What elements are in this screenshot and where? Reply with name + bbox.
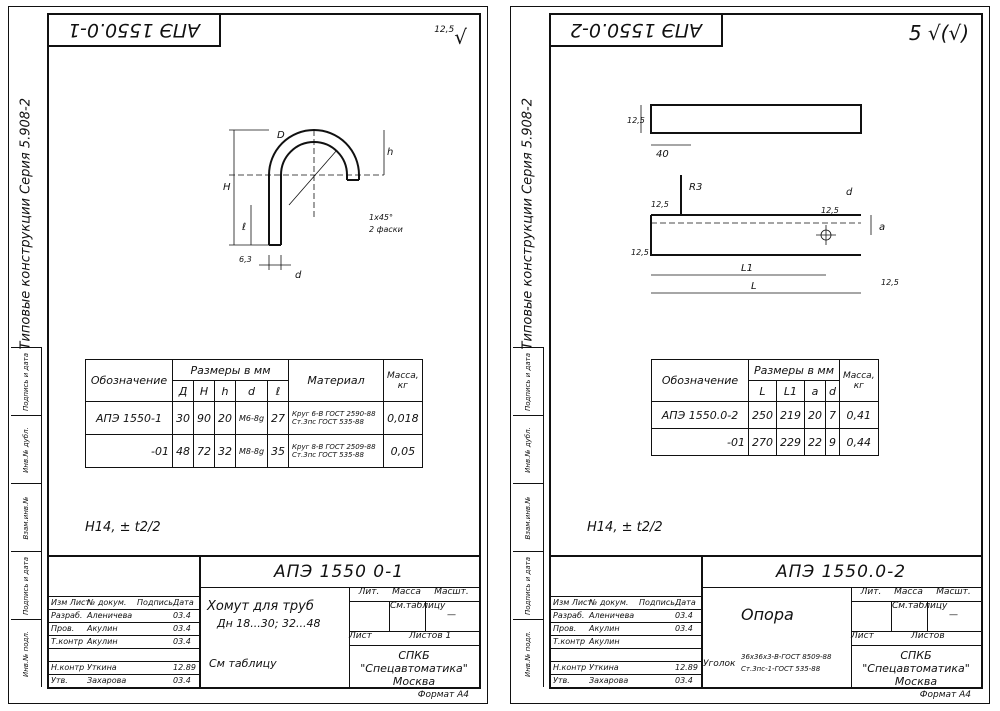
hdr-dims: Размеры в мм	[171, 359, 290, 381]
support-drawing: R3 d a L1 L 40 12,5 12,5 12,5 12,5 12,5	[627, 104, 899, 294]
clamp-drawing: H ℓ h D d 6,3 1x45° 2 фаски	[223, 129, 403, 281]
title-right: Лит. Масса Масшт. См.таблицу — Лист Лист…	[851, 587, 981, 688]
tolerance-note: Н14, ± t2/2	[587, 520, 663, 535]
rough-3: 12,5	[631, 248, 649, 257]
code-stamp: АПЭ 1550.0-2	[551, 15, 723, 47]
drawing-frame: АПЭ 1550.0-1 12,5√	[47, 13, 481, 700]
part-name-cell: Опора Уголок 36х36х3-В-ГОСТ 8509-88 Ст.3…	[701, 587, 852, 687]
org-name: СПКБ "Спецавтоматика" Москва	[360, 649, 468, 688]
rough-5: 12,5	[881, 278, 899, 287]
material-line: См таблицу	[209, 657, 277, 670]
series-label: Типовые конструкции Серия 5.908-2	[520, 97, 536, 350]
org-name: СПКБ "Спецавтоматика" Москва	[862, 649, 970, 688]
dim-h: h	[387, 147, 393, 158]
table-row: -01 270 229 22 9 0,44	[651, 428, 879, 456]
part-name: Опора	[741, 605, 794, 624]
material-type: Уголок	[703, 659, 736, 669]
dim-L: L	[751, 281, 757, 292]
rough-4: 12,5	[821, 206, 839, 215]
col-l: ℓ	[267, 380, 290, 402]
roughness-mark: 5 √(√)	[908, 21, 969, 45]
dim-R3: R3	[689, 182, 702, 193]
col-a: a	[804, 380, 826, 402]
roughness-mark: 12,5√	[434, 25, 467, 49]
material-grade: Ст.3пс-1-ГОСТ 535-88	[741, 665, 821, 673]
sheet-right: Типовые конструкции Серия 5.908-2 Подпис…	[510, 6, 990, 704]
chamfer-note: 1x45°	[369, 213, 393, 222]
hdr-dims: Размеры в мм	[748, 359, 840, 381]
col-H: H	[193, 380, 215, 402]
col-L1: L1	[776, 380, 805, 402]
hdr-designation: Обозначение	[85, 359, 173, 402]
sidebar-stamp: Подпись и дата Инв.№ дубл. Взам.инв.№ По…	[11, 347, 42, 687]
dim-l: ℓ	[242, 222, 246, 233]
sheet-left: Типовые конструкции Серия 5.908-2 Подпис…	[8, 6, 488, 704]
material-spec: 36х36х3-В-ГОСТ 8509-88	[741, 653, 832, 661]
spec-table-left: Обозначение Размеры в мм Материал Масса,…	[85, 359, 423, 468]
drawing-frame: АПЭ 1550.0-2 5 √(√) R3	[549, 13, 983, 700]
hdr-mass: Масса, кг	[383, 359, 423, 402]
hdr-mass: Масса, кг	[839, 359, 879, 402]
col-d: d	[825, 380, 840, 402]
rough-63: 6,3	[239, 255, 252, 264]
part-name-sub: Дн 18...30; 32...48	[217, 617, 321, 630]
part-name: Хомут для труб	[207, 599, 314, 614]
sidebar-stamp: Подпись и дата Инв.№ дубл. Взам.инв.№ По…	[513, 347, 544, 687]
part-name-cell: Хомут для труб Дн 18...30; 32...48 См та…	[199, 587, 350, 687]
col-d: d	[234, 380, 269, 402]
spec-table-right: Обозначение Размеры в мм Масса, кг L L1 …	[651, 359, 879, 456]
col-D: Д	[172, 380, 194, 402]
rough-1: 12,5	[627, 116, 645, 125]
dim-L1: L1	[741, 263, 753, 274]
series-label: Типовые конструкции Серия 5.908-2	[18, 97, 34, 350]
table-row: АПЭ 1550-1 30 90 20 М6-8g 27 Круг 6-В ГО…	[85, 401, 423, 435]
chamfer-note2: 2 фаски	[369, 225, 403, 234]
hdr-designation: Обозначение	[651, 359, 749, 402]
code-stamp: АПЭ 1550.0-1	[49, 15, 221, 47]
table-row: -01 48 72 32 М8-8g 35 Круг 8-В ГОСТ 2509…	[85, 434, 423, 468]
doc-title: АПЭ 1550 0-1	[199, 557, 479, 588]
rough-2: 12,5	[651, 200, 669, 209]
doc-title: АПЭ 1550.0-2	[701, 557, 981, 588]
dim-40: 40	[656, 149, 669, 160]
title-right: Лит. Масса Масшт. См.таблицу — Лист Лист…	[349, 587, 479, 688]
tolerance-note: Н14, ± t2/2	[85, 520, 161, 535]
table-row: АПЭ 1550.0-2 250 219 20 7 0,41	[651, 401, 879, 429]
dim-a: a	[879, 222, 885, 233]
hdr-material: Материал	[288, 359, 385, 402]
format-label: Формат А4	[919, 690, 971, 700]
col-L: L	[748, 380, 777, 402]
dim-d: d	[295, 270, 302, 281]
dim-d: d	[846, 187, 853, 198]
dim-D: D	[277, 130, 285, 141]
format-label: Формат А4	[417, 690, 469, 700]
dim-H: H	[223, 182, 231, 193]
col-h: h	[214, 380, 236, 402]
